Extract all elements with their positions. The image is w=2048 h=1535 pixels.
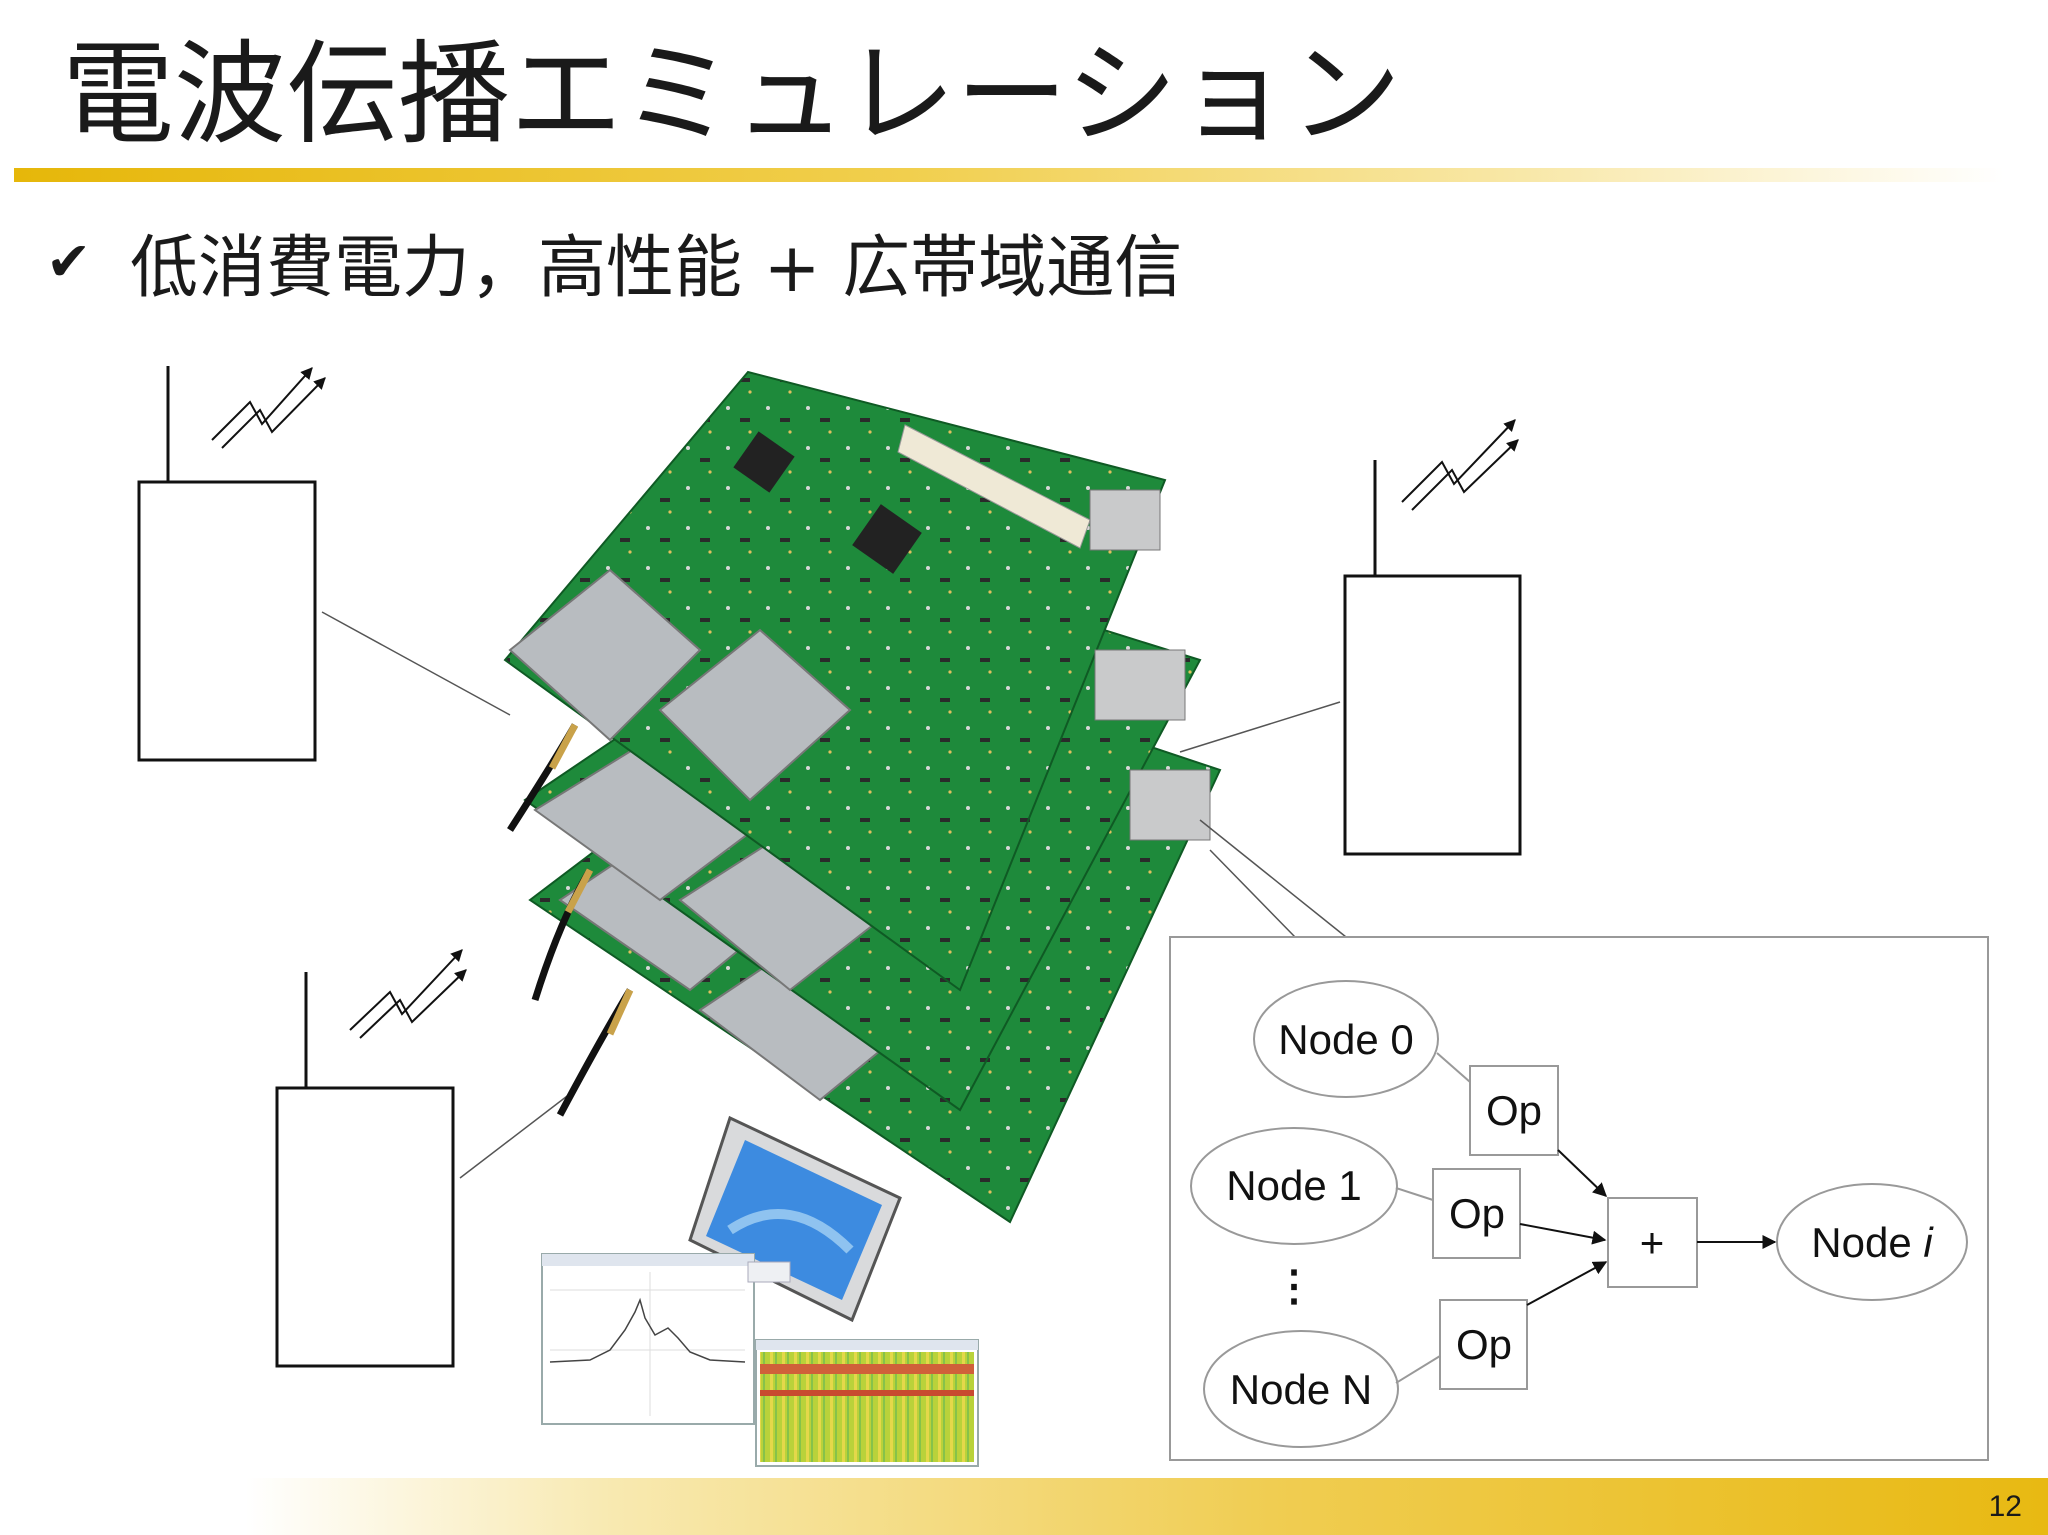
slide-title: 電波伝播エミュレーション <box>62 30 1402 160</box>
node-1-label: Node 1 <box>1226 1162 1361 1209</box>
diagram-arrows <box>1519 1149 1777 1306</box>
check-icon: ✔ <box>46 230 92 293</box>
diagram-edges <box>1395 1052 1471 1384</box>
laptop-icon <box>688 1115 902 1323</box>
op-box-n: Op <box>1439 1299 1528 1390</box>
title-underline <box>14 168 2004 182</box>
op-box-1: Op <box>1432 1168 1521 1259</box>
op-label: Op <box>1449 1190 1505 1237</box>
signal-wave-icon <box>349 949 467 1039</box>
node-i: Node i <box>1776 1183 1968 1301</box>
node-i-index: i <box>1923 1219 1934 1266</box>
vertical-ellipsis: ⋮ <box>1273 1262 1315 1309</box>
bullet-text: 低消費電力，高性能 + 広帯域通信 <box>130 229 1183 308</box>
node-i-prefix: Node <box>1811 1219 1923 1266</box>
node-0: Node 0 <box>1253 980 1439 1098</box>
node-n: Node N <box>1203 1330 1399 1448</box>
node-0-label: Node 0 <box>1278 1016 1413 1063</box>
radio-device-icon <box>137 366 326 762</box>
page-number: 12 <box>1988 1490 2022 1523</box>
op-box-0: Op <box>1469 1065 1559 1156</box>
radio-device-icon <box>275 949 467 1368</box>
sum-box: + <box>1607 1197 1698 1288</box>
node-i-label: Node i <box>1811 1219 1934 1266</box>
fpga-board-stack-icon <box>503 370 1222 1224</box>
signal-wave-icon <box>1401 419 1519 511</box>
bullet-item: ✔ 低消費電力，高性能 + 広帯域通信 <box>46 212 1182 311</box>
node-n-label: Node N <box>1230 1366 1372 1413</box>
spectrum-window-icon <box>541 1253 791 1425</box>
op-label: Op <box>1486 1087 1542 1134</box>
op-label: Op <box>1456 1321 1512 1368</box>
sum-label: + <box>1640 1219 1665 1266</box>
node-1: Node 1 <box>1190 1127 1398 1245</box>
footer-bar <box>0 1478 2048 1535</box>
spectrogram-window-icon <box>755 1339 979 1467</box>
signal-wave-icon <box>211 367 326 449</box>
radio-device-icon <box>1343 419 1522 856</box>
